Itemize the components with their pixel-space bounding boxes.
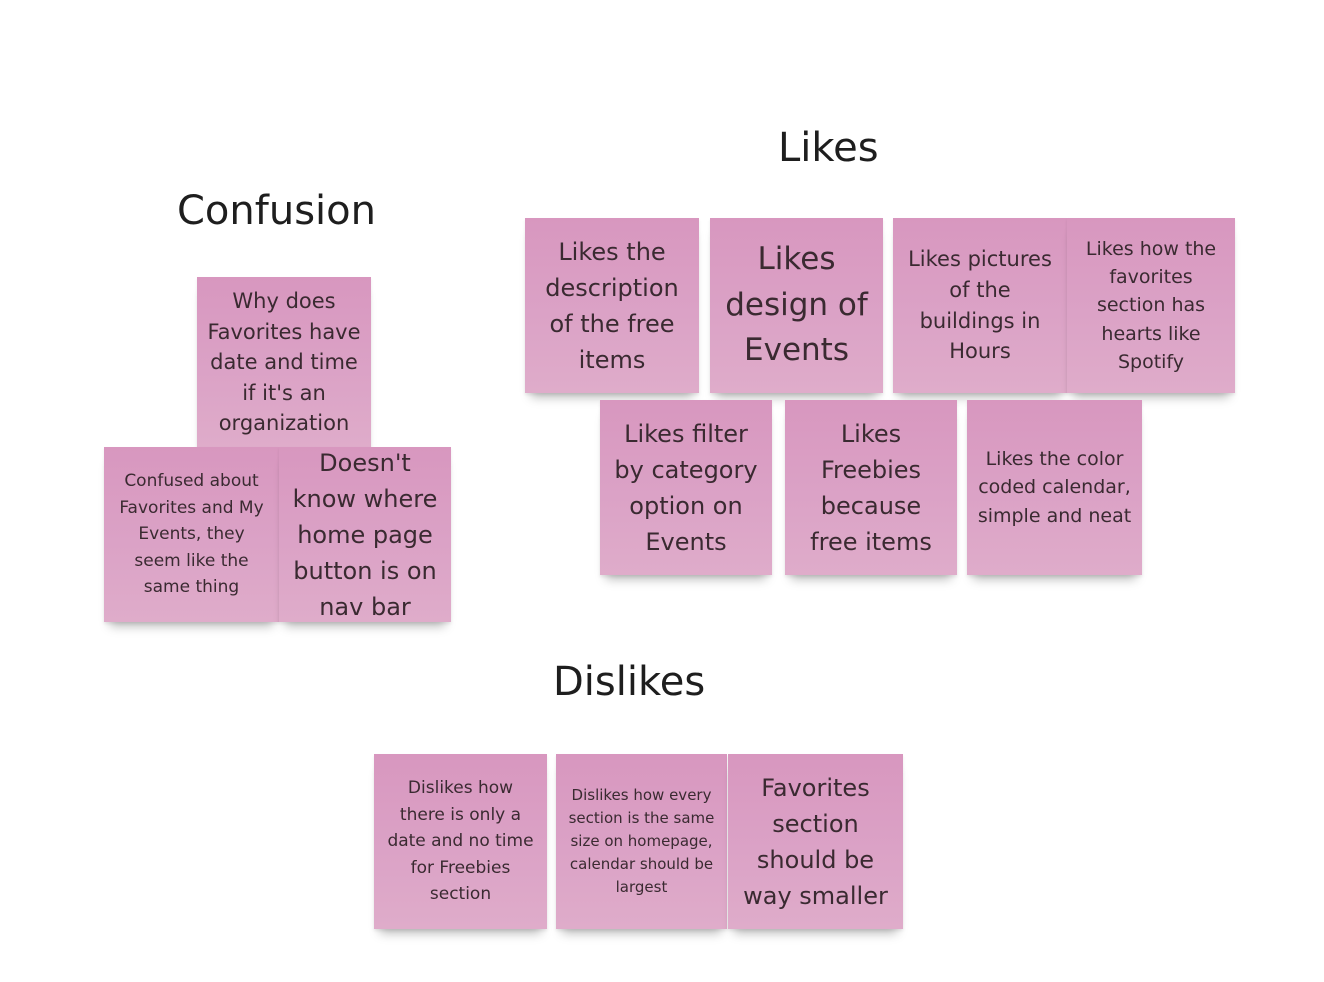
dislikes-heading: Dislikes bbox=[553, 659, 706, 705]
confusion-heading: Confusion bbox=[177, 188, 376, 234]
sticky-note-like[interactable]: Likes how the favorites section has hear… bbox=[1067, 218, 1235, 393]
sticky-note-text: Likes the color coded calendar, simple a… bbox=[977, 448, 1132, 527]
sticky-note-text: Dislikes how there is only a date and no… bbox=[387, 778, 534, 905]
sticky-note-confusion[interactable]: Why does Favorites have date and time if… bbox=[197, 277, 371, 448]
sticky-note-text: Dislikes how every section is the same s… bbox=[568, 786, 715, 896]
sticky-note-dislike[interactable]: Dislikes how every section is the same s… bbox=[556, 754, 727, 929]
sticky-note-like[interactable]: Likes Freebies because free items bbox=[785, 400, 957, 575]
sticky-note-text: Confused about Favorites and My Events, … bbox=[119, 471, 264, 598]
sticky-note-confusion[interactable]: Doesn't know where home page button is o… bbox=[279, 447, 451, 622]
sticky-note-like[interactable]: Likes filter by category option on Event… bbox=[600, 400, 772, 575]
sticky-note-text: Why does Favorites have date and time if… bbox=[207, 288, 361, 436]
likes-heading: Likes bbox=[778, 125, 879, 171]
sticky-note-like[interactable]: Likes the color coded calendar, simple a… bbox=[967, 400, 1142, 575]
sticky-note-text: Likes filter by category option on Event… bbox=[614, 419, 758, 556]
sticky-note-text: Likes Freebies because free items bbox=[810, 419, 932, 556]
sticky-note-text: Likes design of Events bbox=[725, 240, 868, 369]
sticky-note-dislike[interactable]: Dislikes how there is only a date and no… bbox=[374, 754, 547, 929]
sticky-note-text: Likes how the favorites section has hear… bbox=[1085, 238, 1217, 373]
sticky-note-text: Likes pictures of the buildings in Hours bbox=[908, 247, 1052, 364]
sticky-note-like[interactable]: Likes design of Events bbox=[710, 218, 883, 393]
sticky-note-like[interactable]: Likes pictures of the buildings in Hours bbox=[893, 218, 1067, 393]
sticky-note-text: Likes the description of the free items bbox=[545, 237, 679, 374]
sticky-note-dislike[interactable]: Favorites section should be way smaller bbox=[728, 754, 903, 929]
sticky-note-text: Favorites section should be way smaller bbox=[743, 773, 888, 910]
sticky-note-text: Doesn't know where home page button is o… bbox=[292, 448, 438, 621]
sticky-note-like[interactable]: Likes the description of the free items bbox=[525, 218, 699, 393]
sticky-note-confusion[interactable]: Confused about Favorites and My Events, … bbox=[104, 447, 279, 622]
